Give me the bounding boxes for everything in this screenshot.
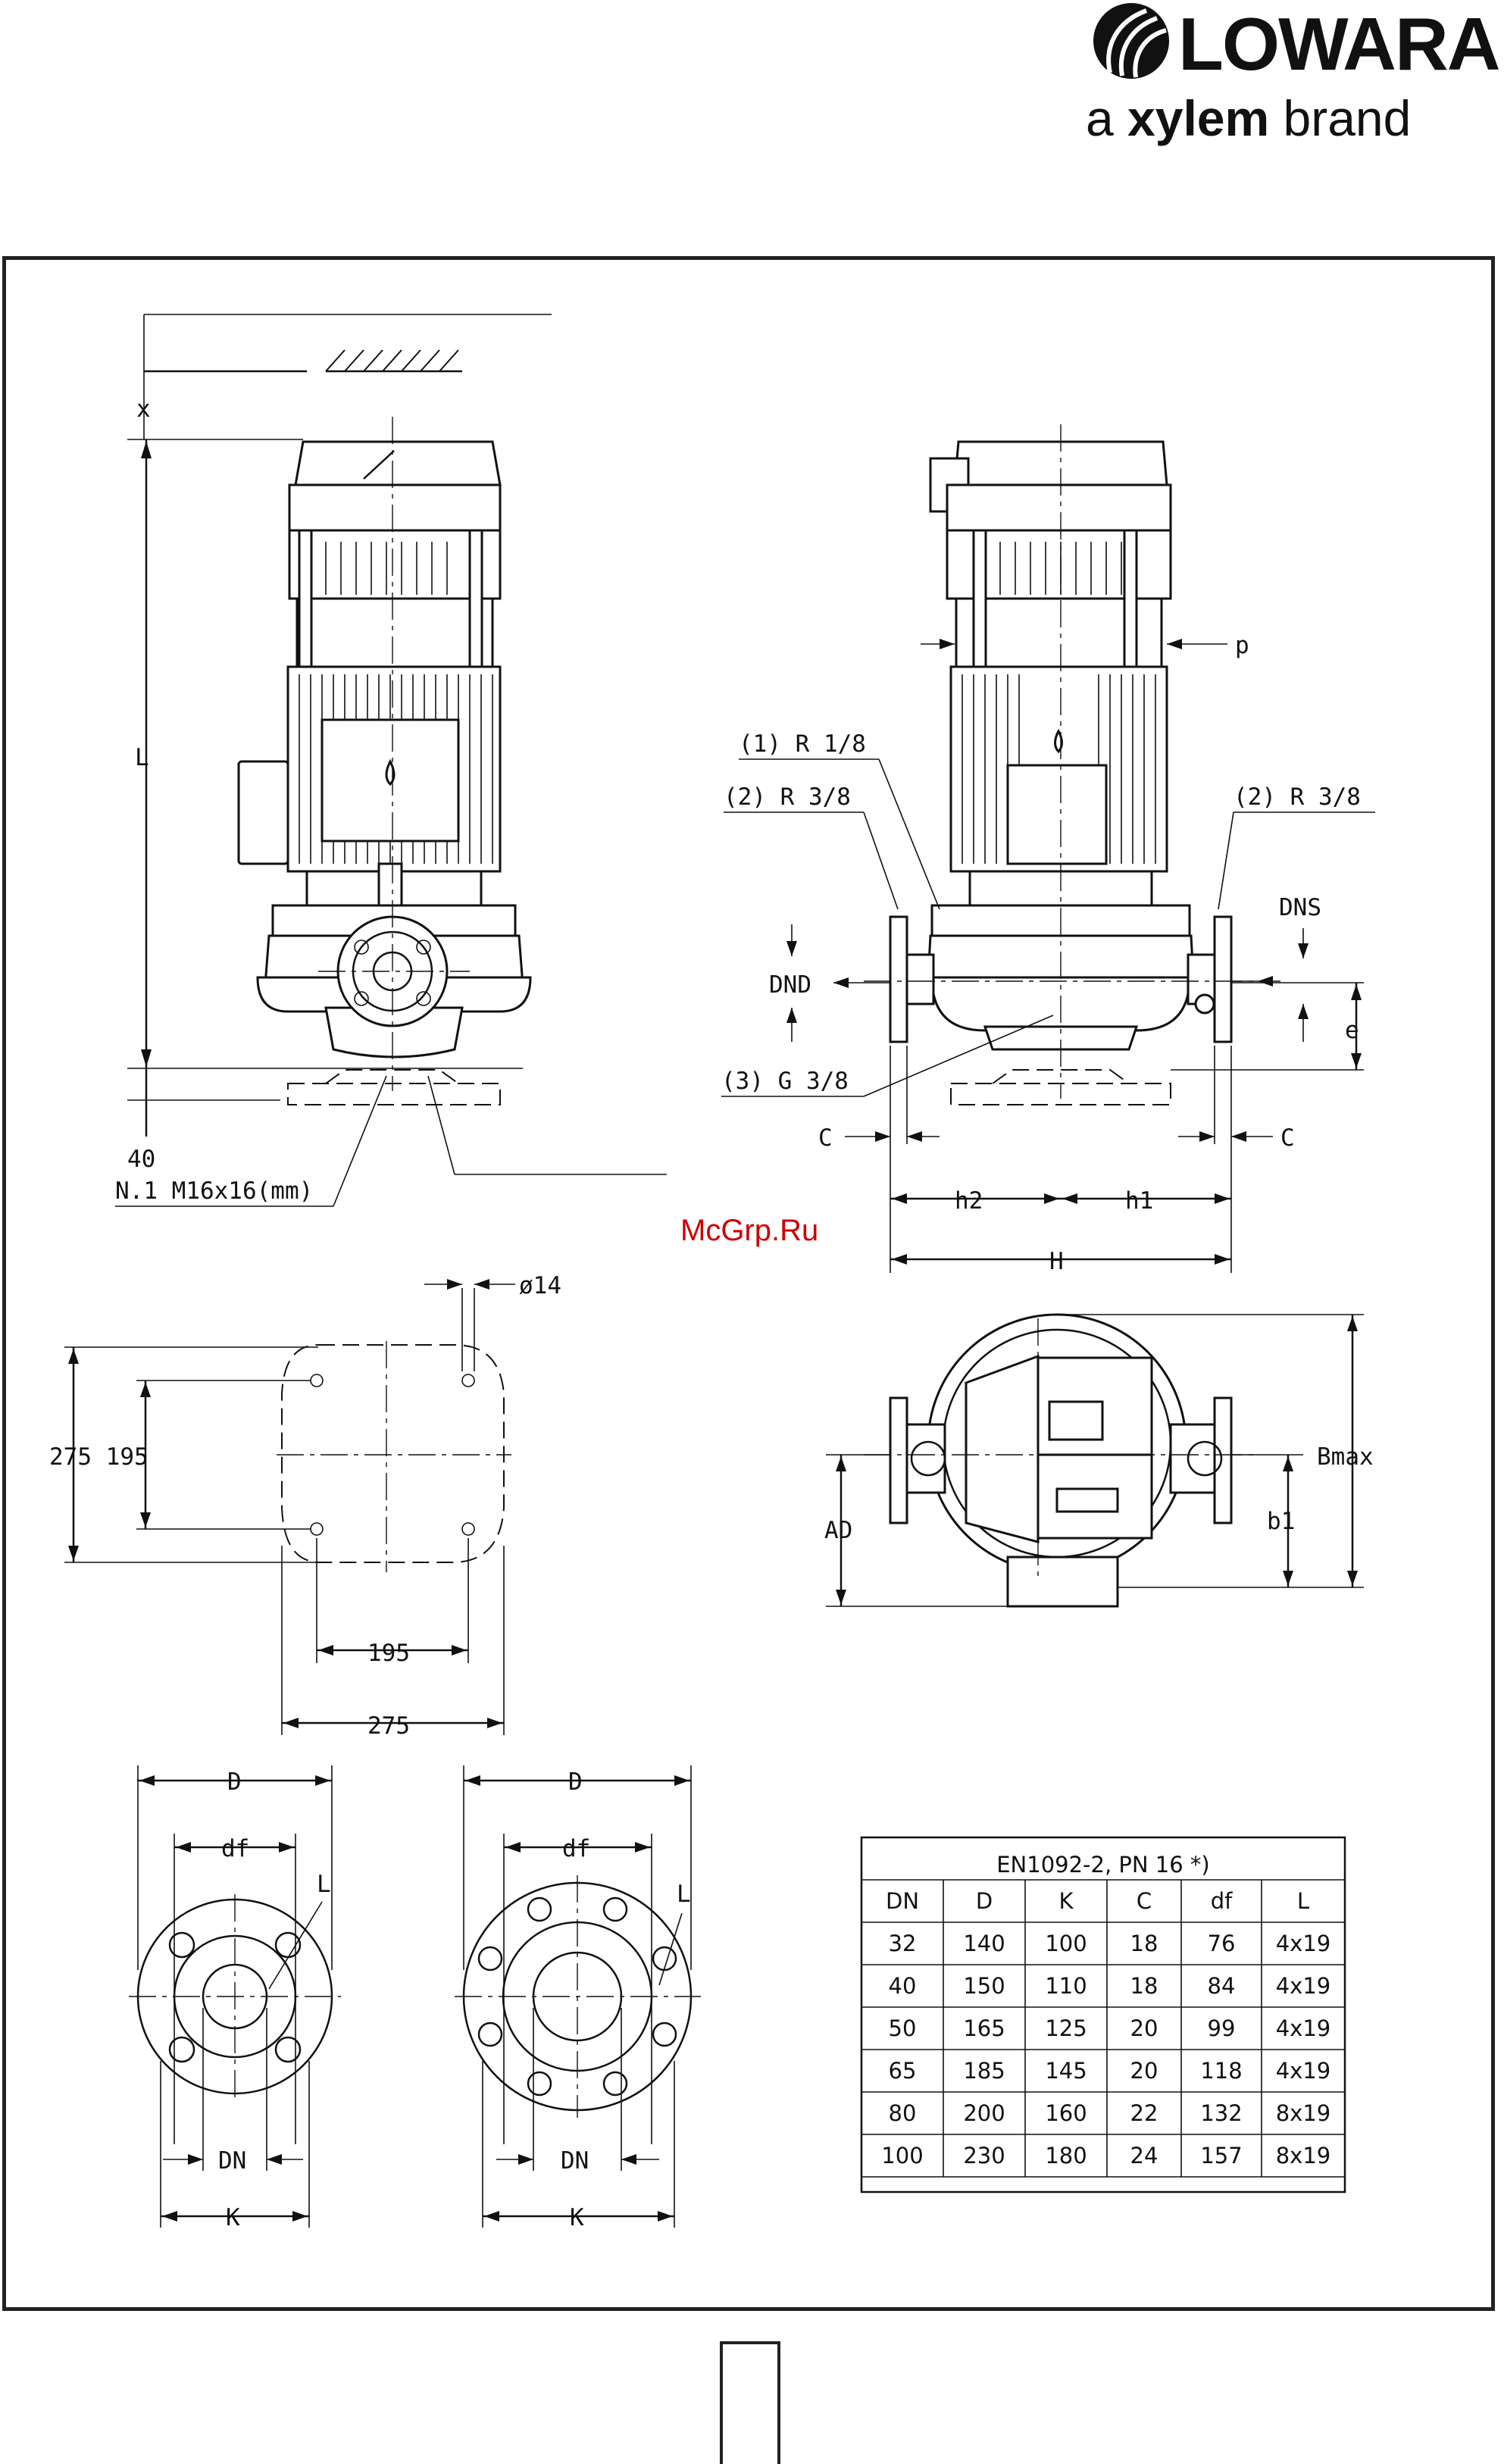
table-cell: 24 [1130,2143,1158,2169]
table-cell: 4x19 [1276,1931,1331,1956]
table-cell: 32 [889,1931,917,1956]
table-cell: 110 [1045,1973,1087,1999]
table-cell: 160 [1045,2100,1087,2126]
table-header-cell: L [1297,1888,1309,1914]
table-header-cell: C [1137,1888,1152,1914]
label-275: 275 [367,1712,410,1740]
brand-header: LOWARA a xylem brand [1080,0,1504,167]
table-cell: 20 [1130,2058,1158,2084]
table-cell: 18 [1130,1973,1158,1999]
label-dnd: DND [769,971,811,999]
page-number-box [720,2341,780,2464]
flange8-label-K: K [570,2204,584,2231]
table-cell: 180 [1045,2143,1087,2169]
table-title: EN1092-2, PN 16 *) [996,1852,1210,1878]
label-H: H [1049,1248,1064,1275]
label-c-left: C [818,1124,833,1152]
lowara-drop-icon [1093,3,1169,79]
side-view: x L 40 N.1 M16x16(mm) [115,314,667,1207]
table-cell: 140 [963,1931,1005,1956]
table-cell: 40 [889,1973,917,1999]
dim-40-label: 40 [127,1146,155,1173]
label-h2: h2 [955,1187,983,1215]
flange4-label-DN: DN [218,2147,246,2175]
table-header-cell: df [1211,1888,1233,1914]
front-view: p (1) R 1/8 (2) R 3/8 (2) R 3/8 DNS DND [721,424,1375,1275]
label-e: e [1345,1017,1359,1044]
flange4-label-df: df [221,1835,249,1862]
table-cell: 84 [1208,1973,1236,1999]
flange4-label-K: K [226,2204,240,2231]
table-cell: 20 [1130,2015,1158,2041]
table-cell: 18 [1130,1931,1158,1956]
flange-4-holes: D df L DN K [129,1765,341,2231]
table-cell: 50 [889,2015,917,2041]
flange8-label-df: df [562,1835,590,1862]
label-r38-left: (2) R 3/8 [724,783,851,811]
table-cell: 80 [889,2100,917,2126]
table-cell: 65 [889,2058,917,2084]
label-h1: h1 [1125,1187,1153,1215]
table-cell: 8x19 [1276,2143,1331,2169]
label-195: 195 [367,1640,410,1667]
label-r18: (1) R 1/8 [739,730,866,758]
table-cell: 8x19 [1276,2100,1331,2126]
watermark: McGrp.Ru [680,1214,819,1247]
top-view: Bmax b1 AD [824,1313,1374,1608]
label-d14: ø14 [519,1272,561,1299]
table-cell: 132 [1200,2100,1242,2126]
table-cell: 150 [963,1973,1005,1999]
table-cell: 4x19 [1276,1973,1331,1999]
table-cell: 125 [1045,2015,1087,2041]
table-cell: 4x19 [1276,2015,1331,2041]
flange4-label-D: D [227,1768,242,1796]
flange8-label-D: D [568,1768,583,1796]
table-cell: 76 [1208,1931,1236,1956]
flange8-label-L: L [677,1881,691,1908]
label-r38-right: (2) R 3/8 [1234,783,1361,811]
table-cell: 100 [1045,1931,1087,1956]
dim-L-label: L [135,744,149,771]
bolt-label: N.1 M16x16(mm) [115,1177,313,1205]
table-cell: 145 [1045,2058,1087,2084]
drawing-frame [2,256,1495,2311]
brand-name: LOWARA [1178,2,1500,86]
flange-8-holes: D df L DN K [455,1765,701,2231]
label-bmax: Bmax [1317,1443,1374,1471]
table-cell: 165 [963,2015,1005,2041]
label-b1: b1 [1267,1508,1295,1535]
base-plan: ø14 275 195 195 275 [49,1272,561,1740]
label-dns: DNS [1279,894,1321,921]
table-cell: 157 [1200,2143,1242,2169]
flange4-label-L: L [317,1871,331,1898]
label-g38: (3) G 3/8 [721,1068,849,1095]
label-c-right: C [1280,1124,1295,1152]
table-cell: 100 [881,2143,923,2169]
label-ad: AD [824,1517,852,1544]
table-cell: 118 [1200,2058,1242,2084]
label-p: p [1235,632,1249,659]
table-header-cell: DN [886,1888,919,1914]
table-header-cell: K [1058,1888,1074,1914]
dim-x-label: x [136,396,151,423]
label-275-195: 275 195 [49,1443,149,1471]
flange8-label-DN: DN [561,2147,589,2175]
table-cell: 22 [1130,2100,1158,2126]
table-header-cell: D [976,1888,993,1914]
table-cell: 185 [963,2058,1005,2084]
table-cell: 99 [1208,2015,1236,2041]
table-cell: 200 [963,2100,1005,2126]
table-cell: 4x19 [1276,2058,1331,2084]
table-cell: 230 [963,2143,1005,2169]
brand-tagline: a xylem brand [1086,90,1412,146]
